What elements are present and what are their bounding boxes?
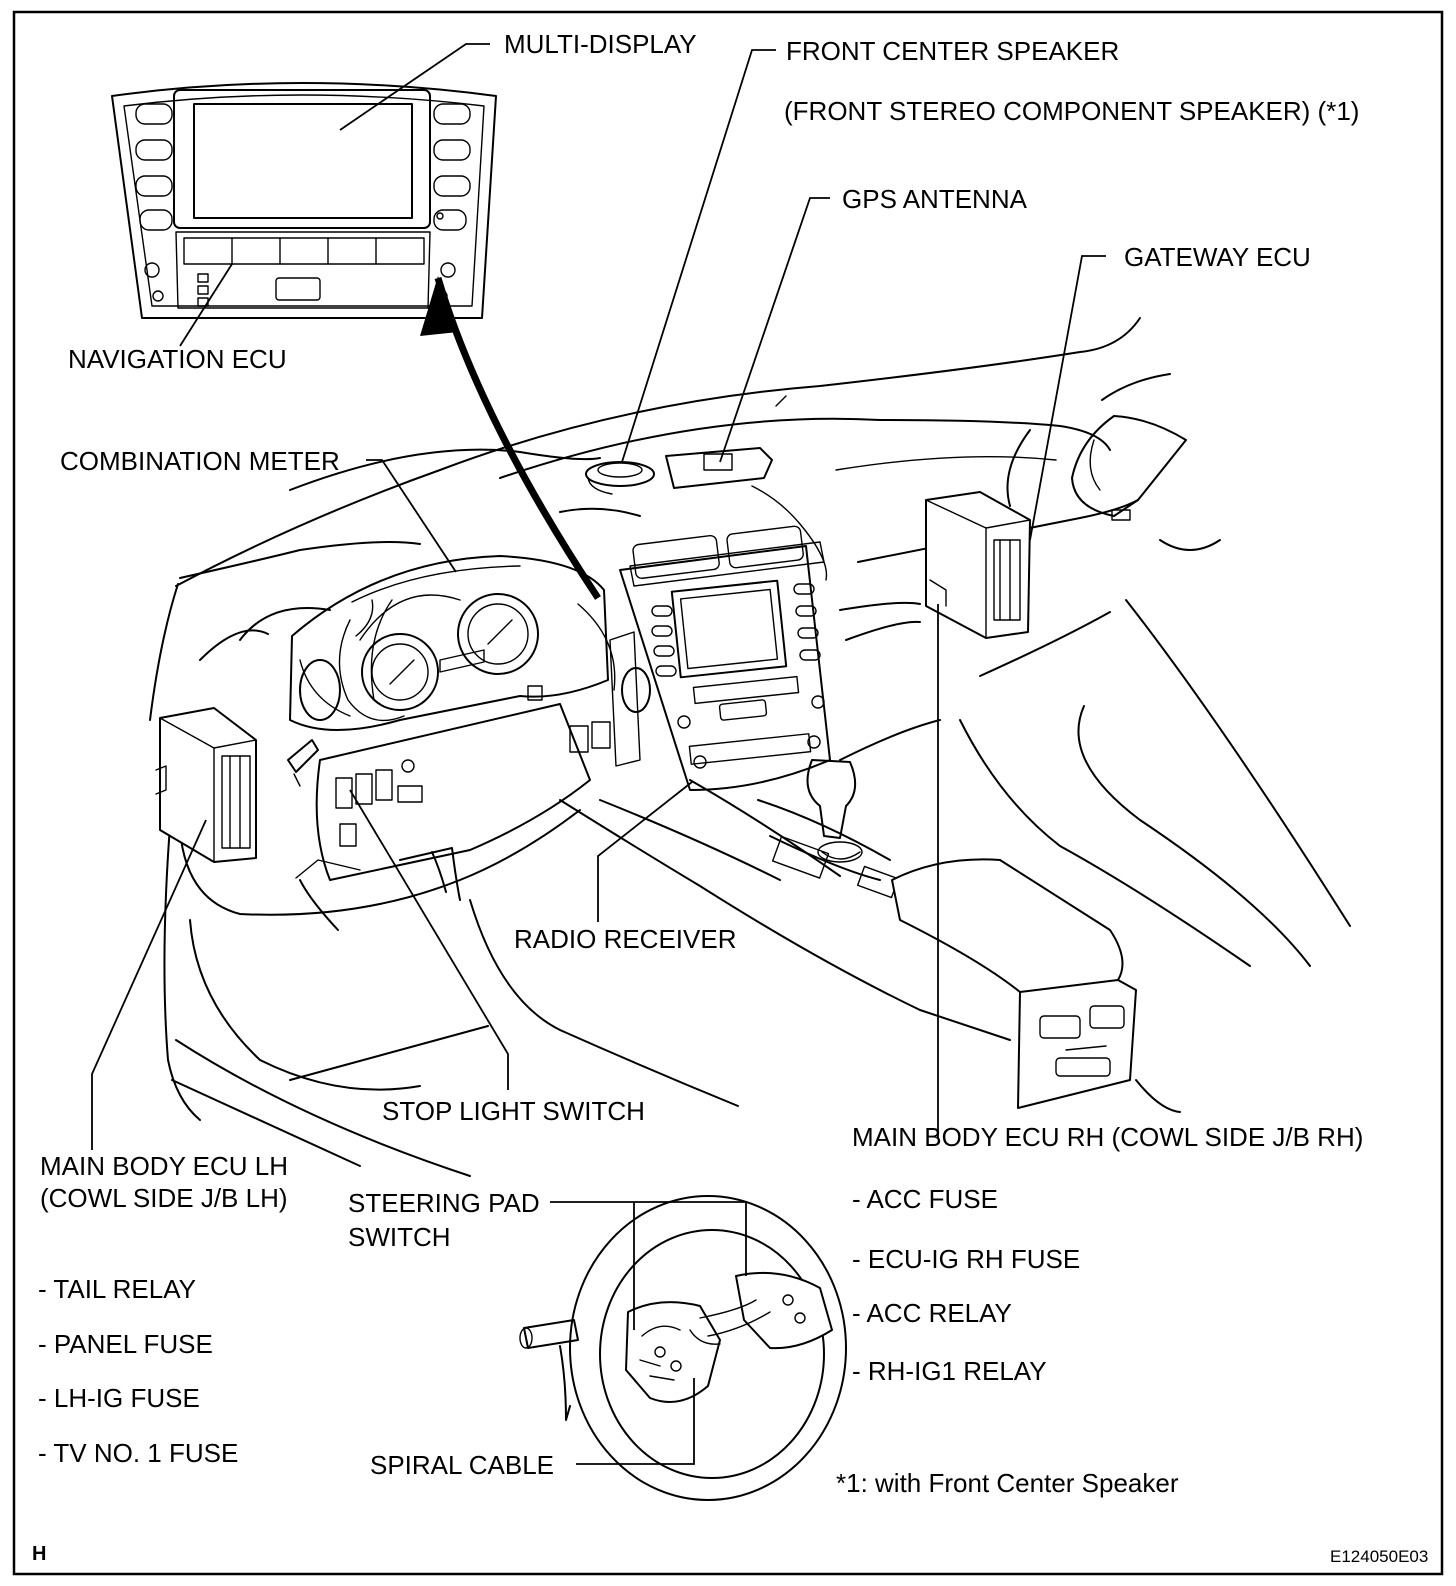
lh-item: - TV NO. 1 FUSE xyxy=(38,1438,238,1468)
front-stereo-component-label: (FRONT STEREO COMPONENT SPEAKER) (*1) xyxy=(784,96,1359,126)
dash-top-components xyxy=(585,447,828,581)
inset-arrow-head xyxy=(420,276,458,336)
dashboard-outline xyxy=(149,317,1351,1177)
gps-antenna-label: GPS ANTENNA xyxy=(842,184,1028,214)
lh-item-list: - TAIL RELAY - PANEL FUSE - LH-IG FUSE -… xyxy=(38,1274,238,1468)
stop-light-switch-label: STOP LIGHT SWITCH xyxy=(382,1096,645,1126)
main-body-ecu-rh-label: MAIN BODY ECU RH (COWL SIDE J/B RH) xyxy=(852,1122,1363,1152)
gateway-ecu-label: GATEWAY ECU xyxy=(1124,242,1311,272)
spiral-cable-label: SPIRAL CABLE xyxy=(370,1450,554,1480)
lh-item: - LH-IG FUSE xyxy=(38,1383,200,1413)
center-stack xyxy=(569,525,831,791)
inset-arrow xyxy=(434,277,601,600)
gateway-ecu-box xyxy=(925,491,1031,639)
rh-item: - ECU-IG RH FUSE xyxy=(852,1244,1080,1274)
multi-display-inset xyxy=(111,82,497,319)
rh-item-list: - ACC FUSE - ECU-IG RH FUSE - ACC RELAY … xyxy=(852,1184,1080,1386)
rh-item: - RH-IG1 RELAY xyxy=(852,1356,1047,1386)
lh-item: - TAIL RELAY xyxy=(38,1274,196,1304)
rh-item: - ACC FUSE xyxy=(852,1184,998,1214)
main-body-ecu-lh-label-line1: MAIN BODY ECU LH xyxy=(40,1151,288,1181)
lh-item: - PANEL FUSE xyxy=(38,1329,213,1359)
radio-receiver-label: RADIO RECEIVER xyxy=(514,924,737,954)
navigation-ecu-label: NAVIGATION ECU xyxy=(68,344,287,374)
main-body-ecu-lh-box xyxy=(155,707,257,863)
figure-frame xyxy=(12,10,1444,1576)
multi-display-label: MULTI-DISPLAY xyxy=(504,29,697,59)
rh-item: - ACC RELAY xyxy=(852,1298,1012,1328)
combination-meter-label: COMBINATION METER xyxy=(60,446,340,476)
main-body-ecu-lh-label-line2: (COWL SIDE J/B LH) xyxy=(40,1183,288,1213)
leader-lines xyxy=(91,43,1106,1465)
steering-wheel xyxy=(519,1195,847,1501)
figure-code: E124050E03 xyxy=(1330,1547,1428,1566)
front-center-speaker-label: FRONT CENTER SPEAKER xyxy=(786,36,1119,66)
steering-pad-switch-label-line1: STEERING PAD xyxy=(348,1188,540,1218)
corner-letter: H xyxy=(32,1543,46,1565)
instrument-cluster xyxy=(239,555,609,881)
footnote: *1: with Front Center Speaker xyxy=(836,1468,1179,1498)
steering-pad-switch-label-line2: SWITCH xyxy=(348,1222,451,1252)
